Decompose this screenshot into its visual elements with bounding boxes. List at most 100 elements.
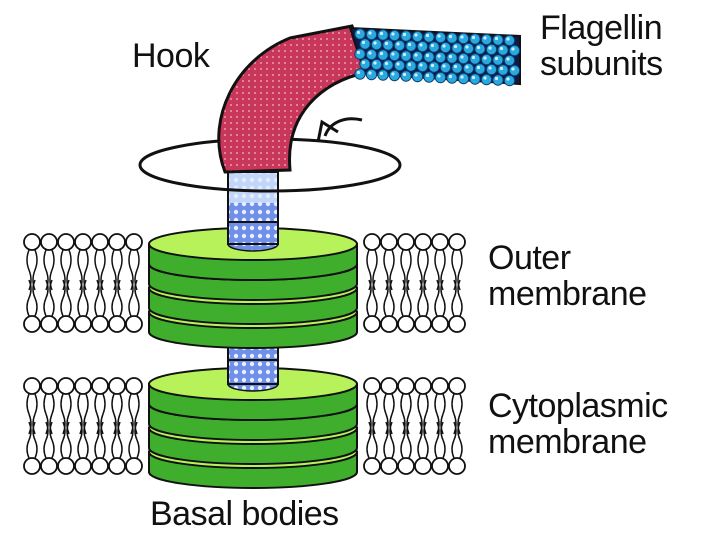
flagellin-highlight [403, 33, 406, 36]
flagellin-subunit [440, 42, 450, 52]
lipid-head [109, 458, 125, 474]
flagellin-subunit [493, 35, 503, 45]
outer-label-line1: Outer [488, 240, 647, 276]
flagellin-subunit [486, 64, 496, 74]
flagellin-subunit [440, 62, 450, 72]
flagellin-highlight [437, 34, 440, 37]
flagellin-highlight [454, 65, 457, 68]
lipid-head [92, 316, 108, 332]
flagellin-highlight [437, 74, 440, 77]
flagellin-highlight [511, 67, 514, 70]
flagellin-subunit [458, 73, 468, 83]
flagellin-subunit [401, 51, 411, 61]
lipid-tail [61, 422, 65, 458]
lipid-head [432, 458, 448, 474]
lipid-tail [101, 280, 105, 316]
lipid-head [58, 234, 74, 250]
lipid-tail [27, 280, 31, 316]
lipid-tail [67, 422, 71, 458]
flagellin-highlight [391, 32, 394, 35]
flagellin-highlight [396, 62, 399, 65]
flagellin-subunit [412, 71, 422, 81]
flagellin-subunit [406, 41, 416, 51]
flagellin-highlight [477, 46, 480, 49]
lipid-head [58, 378, 74, 394]
flagellin-highlight [488, 46, 491, 49]
lipid-head [449, 458, 465, 474]
lipid-head [415, 458, 431, 474]
lipid-tail [373, 422, 377, 458]
flagellin-highlight [419, 43, 422, 46]
lipid-tail [384, 280, 388, 316]
flagellin-highlight [373, 41, 376, 44]
lipid-tail [452, 422, 456, 458]
lipid-head [75, 234, 91, 250]
flagellin-highlight [368, 71, 371, 74]
lipid-head [92, 378, 108, 394]
flagellin-subunit [417, 61, 427, 71]
lipid-tail [390, 280, 394, 316]
lipid-head [364, 458, 380, 474]
lipid-head [109, 378, 125, 394]
flagellin-subunit [366, 29, 376, 39]
lipid-head [432, 378, 448, 394]
lipid-head [24, 458, 40, 474]
flagellin-subunit [355, 29, 365, 39]
flagellin-subunit [475, 64, 485, 74]
lipid-head [126, 234, 142, 250]
rod-through [228, 360, 278, 384]
flagellin-highlight [357, 71, 360, 74]
flagellin-subunit [424, 72, 434, 82]
lipid-tail [401, 422, 405, 458]
flagellin-subunit [435, 52, 445, 62]
flagellin-highlight [414, 73, 417, 76]
flagellin-subunit [509, 65, 519, 75]
flagellin-subunit [481, 34, 491, 44]
flagellin-highlight [454, 45, 457, 48]
lipid-head [75, 378, 91, 394]
flagellin-subunit [447, 53, 457, 63]
lipid-head [398, 316, 414, 332]
flagellin-subunit [463, 43, 473, 53]
flagellin-subunit [366, 49, 376, 59]
lipid-head [24, 316, 40, 332]
lipid-tail [44, 422, 48, 458]
lipid-tail [78, 280, 82, 316]
flagellin-subunit [458, 33, 468, 43]
lipid-tail [458, 280, 462, 316]
flagellin-subunit [463, 63, 473, 73]
flagellin-highlight [431, 44, 434, 47]
cyto-label-line1: Cytoplasmic [488, 388, 668, 424]
lipid-tail [424, 422, 428, 458]
flagellin-subunit [504, 75, 514, 85]
lipid-head [364, 234, 380, 250]
lipid-tail [367, 422, 371, 458]
lipid-head [381, 316, 397, 332]
lipid-head [449, 316, 465, 332]
lipid-head [24, 378, 40, 394]
flagellin-highlight [511, 47, 514, 50]
flagellin-highlight [408, 63, 411, 66]
flagellin-highlight [483, 76, 486, 79]
flagellin-subunit [378, 30, 388, 40]
outer-membrane-label: Outer membrane [488, 240, 647, 312]
lipid-tail [407, 280, 411, 316]
flagellin-subunit [504, 55, 514, 65]
flagellin-highlight [414, 53, 417, 56]
lipid-head [126, 378, 142, 394]
flagellin-subunit [355, 69, 365, 79]
flagellin-highlight [506, 77, 509, 80]
flagellin-subunit [470, 54, 480, 64]
lipid-head [126, 458, 142, 474]
lipid-tail [407, 422, 411, 458]
flagellin-highlight [403, 53, 406, 56]
lipid-head [364, 316, 380, 332]
lipid-head [24, 234, 40, 250]
lipid-tail [27, 422, 31, 458]
lipid-head [109, 234, 125, 250]
flagellin-subunit [412, 31, 422, 41]
lipid-head [92, 458, 108, 474]
lipid-head [126, 316, 142, 332]
lipid-head [415, 378, 431, 394]
flagellin-highlight [403, 73, 406, 76]
